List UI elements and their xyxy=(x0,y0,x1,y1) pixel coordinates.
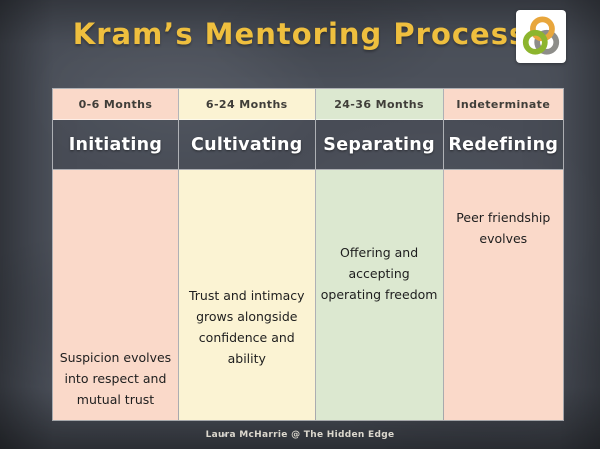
mentoring-phases-table: 0-6 Months Initiating Suspicion evolves … xyxy=(52,88,564,421)
footer: • Laura McHarrie @ The Hidden Edge xyxy=(0,430,600,444)
phase-body: Peer friendship evolves xyxy=(443,170,563,420)
footer-credit: Laura McHarrie @ The Hidden Edge xyxy=(205,430,395,440)
footer-bullet: • xyxy=(222,431,228,440)
hidden-edge-logo xyxy=(516,10,566,63)
phase-description: Offering and accepting operating freedom xyxy=(320,245,438,302)
phase-body: Trust and intimacy grows alongside confi… xyxy=(178,170,315,420)
column-cultivating: 6-24 Months Cultivating Trust and intima… xyxy=(177,89,315,420)
phase-header: Separating xyxy=(315,120,443,170)
phase-header: Initiating xyxy=(53,120,178,170)
interlocking-rings-icon xyxy=(522,15,560,55)
duration-header: 6-24 Months xyxy=(178,89,315,120)
duration-header: 0-6 Months xyxy=(53,89,178,120)
slide-title: Kram’s Mentoring Process xyxy=(72,17,528,51)
green-ring-icon xyxy=(522,29,548,55)
phase-description: Peer friendship evolves xyxy=(456,210,551,246)
phase-body: Offering and accepting operating freedom xyxy=(315,170,443,420)
phase-description: Trust and intimacy grows alongside confi… xyxy=(188,288,305,366)
column-redefining: Indeterminate Redefining Peer friendship… xyxy=(442,89,563,420)
phase-header: Redefining xyxy=(443,120,563,170)
duration-header: Indeterminate xyxy=(443,89,563,120)
duration-header: 24-36 Months xyxy=(315,89,443,120)
column-separating: 24-36 Months Separating Offering and acc… xyxy=(314,89,443,420)
gray-ring-icon xyxy=(534,29,560,55)
column-initiating: 0-6 Months Initiating Suspicion evolves … xyxy=(53,89,178,420)
phase-header: Cultivating xyxy=(178,120,315,170)
phase-description: Suspicion evolves into respect and mutua… xyxy=(59,350,172,407)
phase-body: Suspicion evolves into respect and mutua… xyxy=(53,170,178,420)
